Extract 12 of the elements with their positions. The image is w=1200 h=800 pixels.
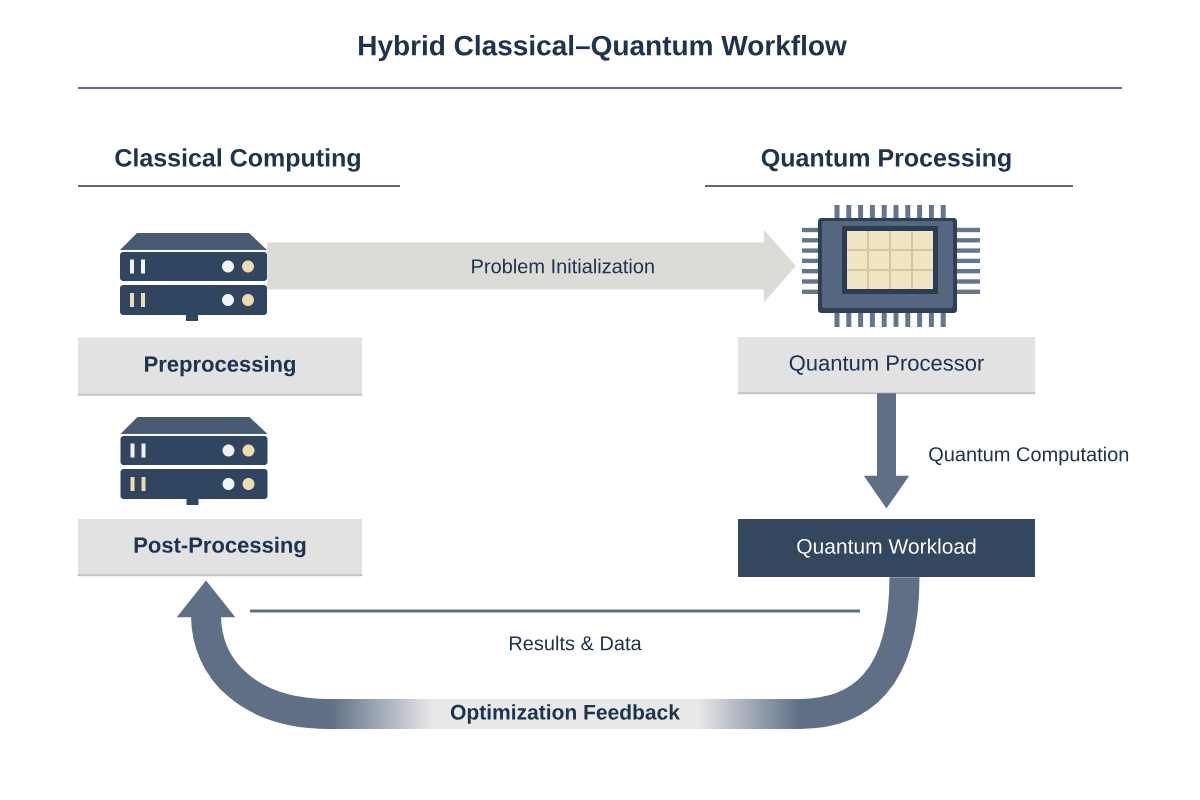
process-box: Quantum Processor [736, 337, 1037, 395]
chip-icon [802, 205, 980, 327]
process-box: Post-Processing [76, 519, 364, 577]
process-box: Quantum Workload [738, 519, 1035, 577]
server-icon [120, 417, 268, 505]
server-icon [120, 233, 267, 321]
edge-label: Quantum Computation [926, 445, 1131, 467]
edge-label: Problem Initialization [469, 257, 657, 275]
title: Hybrid Classical–Quantum Workflow [359, 34, 847, 62]
section-heading: Quantum Processing [761, 148, 1011, 172]
section-heading: Classical Computing [115, 148, 360, 172]
process-box: Preprocessing [76, 337, 364, 396]
